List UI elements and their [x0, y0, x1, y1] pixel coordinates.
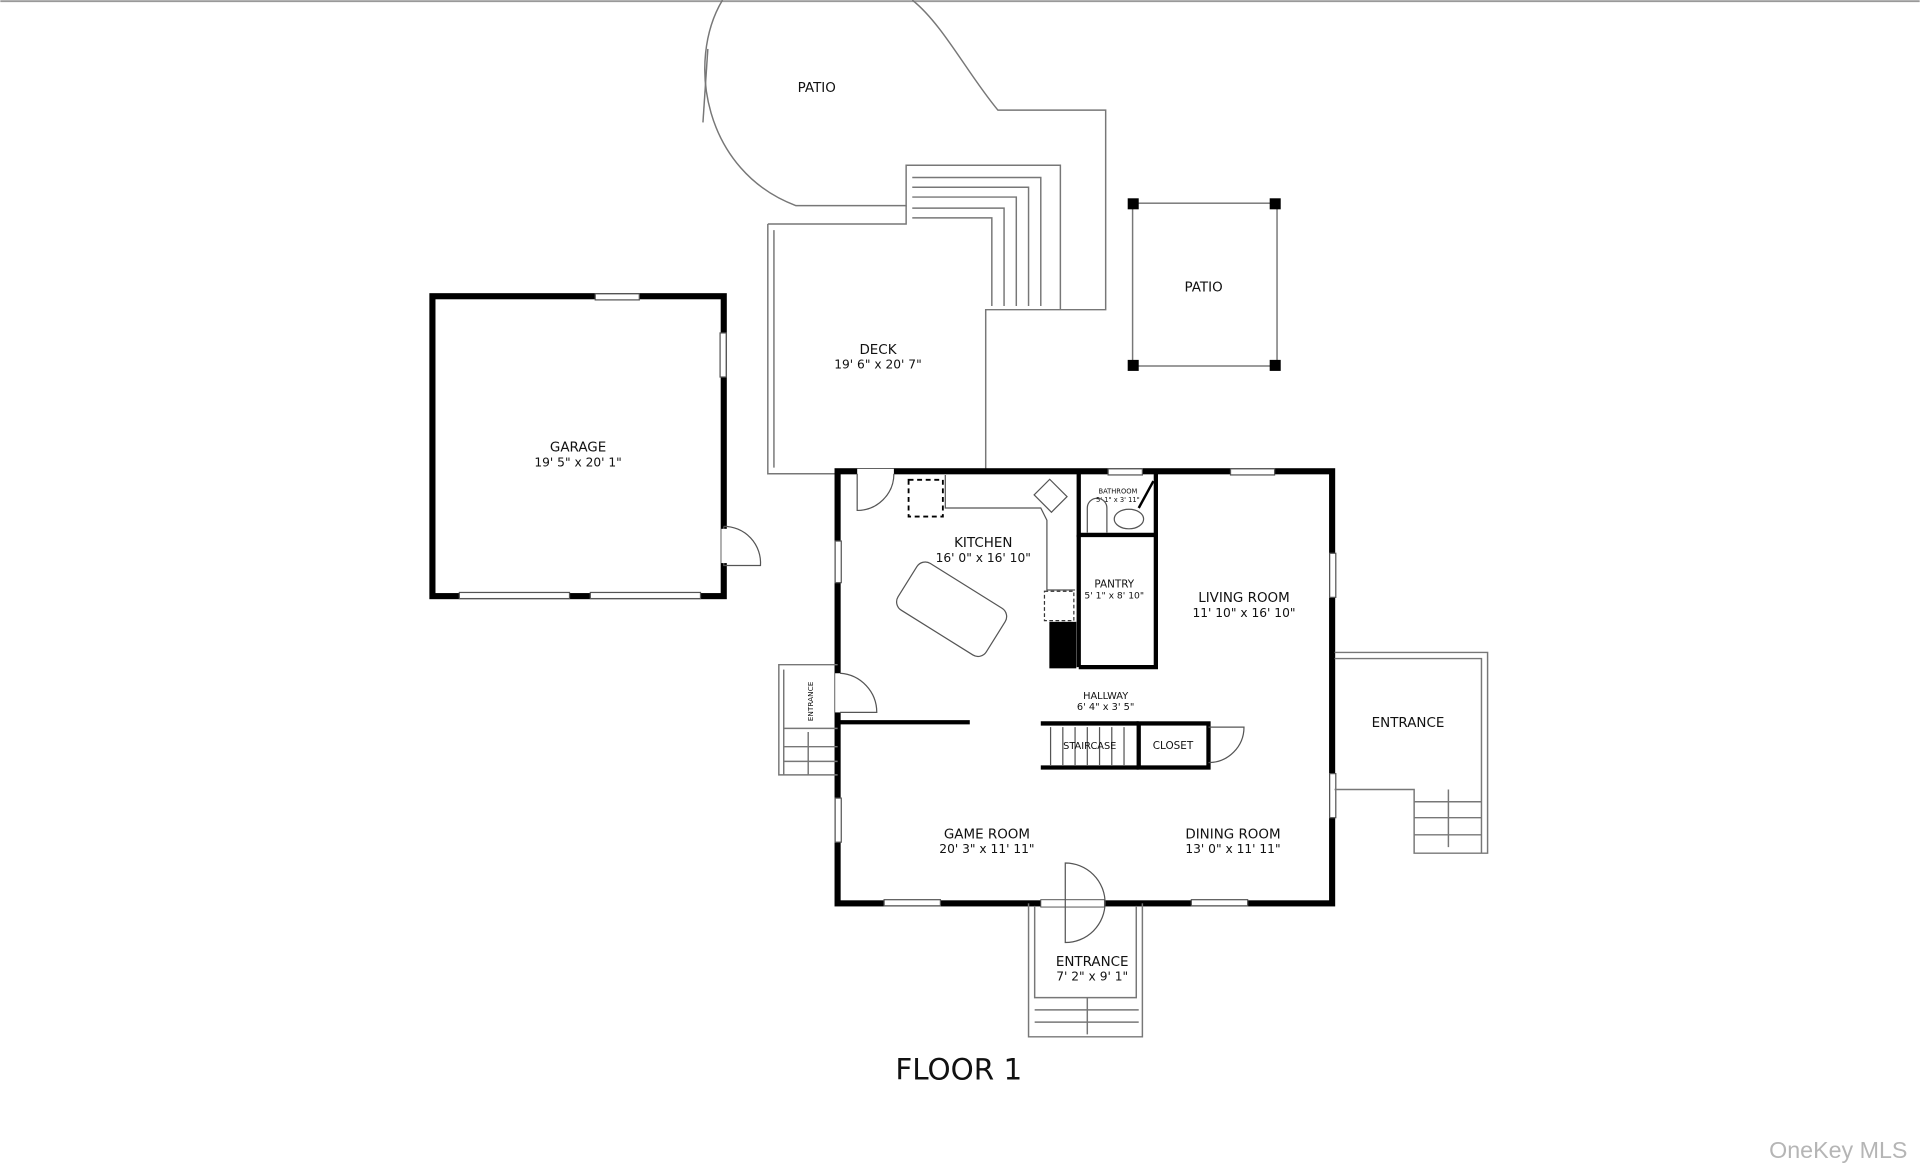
deck-label: DECK — [859, 343, 897, 358]
garage-label: GARAGE — [550, 441, 606, 456]
entrance-left-label: ENTRANCE — [806, 681, 815, 721]
garage-size: 19' 5" x 20' 1" — [534, 455, 621, 469]
kitchen-label: KITCHEN — [954, 536, 1012, 551]
hallway-label: HALLWAY — [1083, 691, 1128, 702]
dining-room-label: DINING ROOM — [1185, 827, 1280, 842]
deck-size: 19' 6" x 20' 7" — [834, 357, 921, 371]
pantry-label: PANTRY — [1094, 579, 1134, 591]
watermark: OneKey MLS — [1769, 1137, 1907, 1163]
dining-room-size: 13' 0" x 11' 11" — [1185, 842, 1280, 856]
floor-title: FLOOR 1 — [895, 1053, 1022, 1087]
patio-top: PATIO — [702, 0, 1107, 469]
entrance-left: ENTRANCE — [778, 663, 838, 776]
patio-right-label: PATIO — [1184, 280, 1222, 295]
bathroom-size: 5' 1" x 3' 11" — [1096, 496, 1140, 504]
entrance-front: ENTRANCE 7' 2" x 9' 1" — [1027, 862, 1144, 1038]
patio-top-label: PATIO — [798, 81, 836, 96]
deck: DECK 19' 6" x 20' 7" — [767, 176, 1042, 475]
closet-label: CLOSET — [1153, 740, 1194, 752]
bathroom-label: BATHROOM — [1098, 487, 1137, 495]
game-room-label: GAME ROOM — [944, 827, 1030, 842]
staircase-label: STAIRCASE — [1063, 741, 1116, 752]
kitchen-size: 16' 0" x 16' 10" — [936, 551, 1031, 565]
entrance-front-size: 7' 2" x 9' 1" — [1056, 969, 1128, 983]
main-house: KITCHEN 16' 0" x 16' 10" BATHROOM 5' 1" … — [834, 468, 1337, 907]
garage: GARAGE 19' 5" x 20' 1" — [429, 293, 762, 600]
pantry-size: 5' 1" x 8' 10" — [1084, 591, 1144, 602]
entrance-right-label: ENTRANCE — [1372, 716, 1445, 731]
hallway-size: 6' 4" x 3' 5" — [1077, 702, 1135, 713]
entrance-front-label: ENTRANCE — [1056, 955, 1129, 970]
living-room-label: LIVING ROOM — [1198, 591, 1290, 606]
living-room-size: 11' 10" x 16' 10" — [1192, 606, 1295, 620]
game-room-size: 20' 3" x 11' 11" — [939, 842, 1034, 856]
patio-right: PATIO — [1127, 198, 1281, 371]
entrance-right: ENTRANCE — [1334, 651, 1489, 854]
